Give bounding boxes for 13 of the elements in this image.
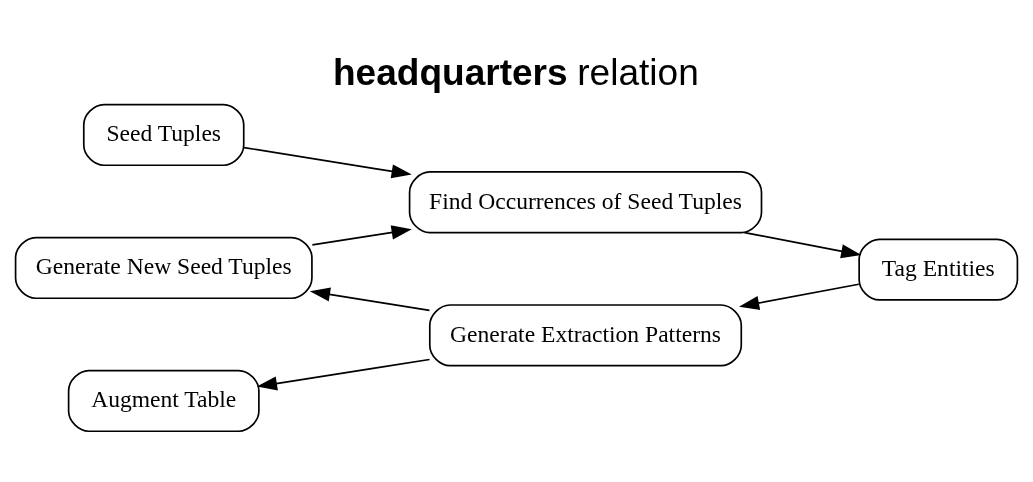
node-box: Find Occurrences of Seed Tuples xyxy=(408,171,763,234)
arrow xyxy=(309,287,431,312)
arrow xyxy=(243,146,412,179)
diagram-title: headquarters relation xyxy=(332,51,699,94)
arrow xyxy=(743,231,862,259)
arrow xyxy=(311,225,412,246)
arrow xyxy=(739,283,860,310)
node-box: Tag Entities xyxy=(858,238,1019,301)
node-box: Generate Extraction Patterns xyxy=(428,304,743,367)
node-box: Seed Tuples xyxy=(82,103,245,167)
arrow xyxy=(256,358,431,391)
node-box: Generate New Seed Tuples xyxy=(14,236,313,300)
node-box: Augment Table xyxy=(67,369,260,433)
